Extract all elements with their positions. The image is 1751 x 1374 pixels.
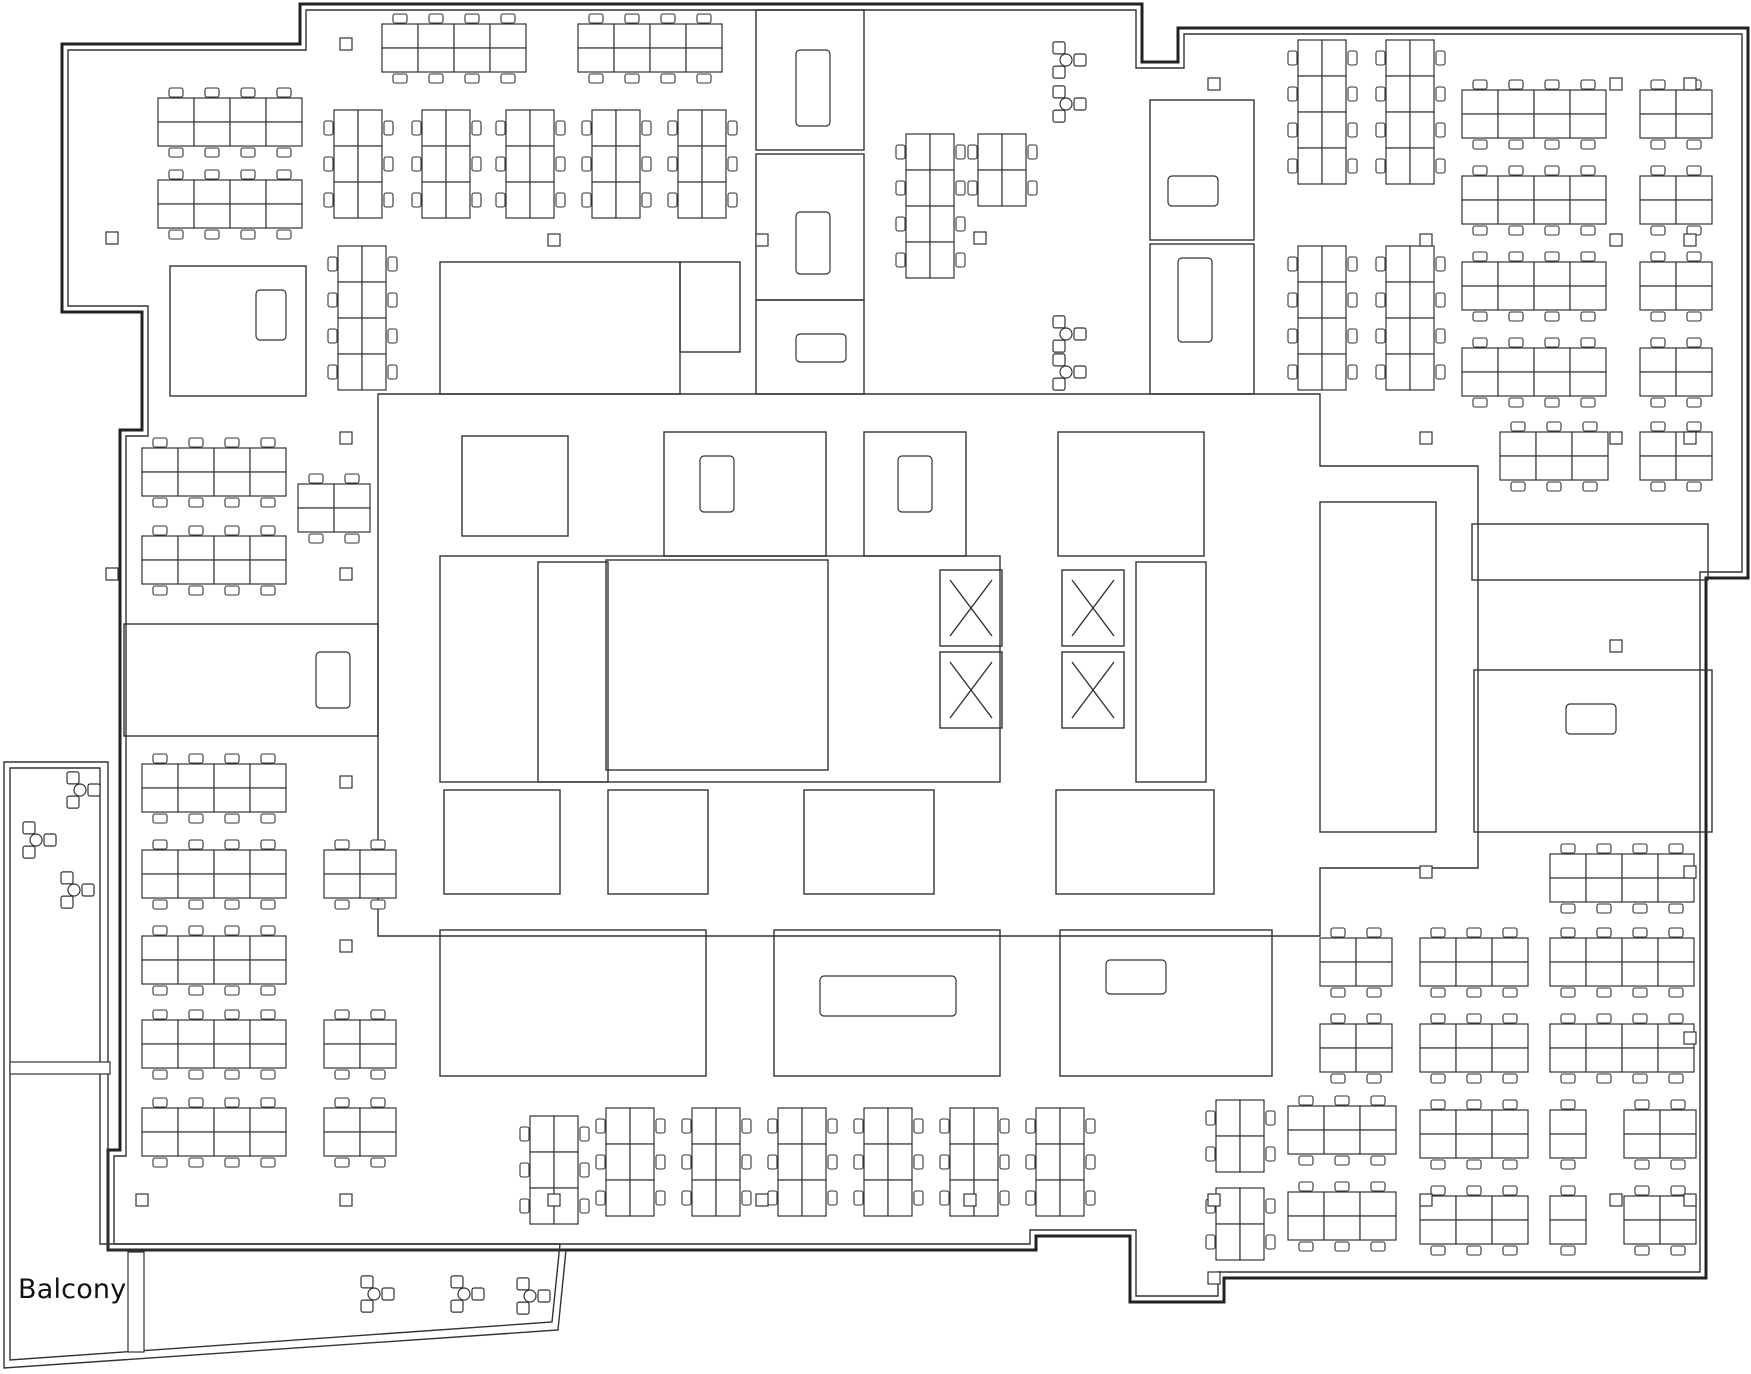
desk-cluster bbox=[1461, 337, 1607, 408]
desk-cluster bbox=[327, 245, 398, 391]
desk-cluster bbox=[495, 109, 566, 219]
desk-cluster bbox=[1461, 165, 1607, 236]
conference-table bbox=[1105, 959, 1167, 995]
desk-cluster bbox=[1549, 1099, 1587, 1170]
building-core bbox=[377, 393, 1479, 1077]
conference-table bbox=[819, 975, 957, 1017]
lounge-pod bbox=[1052, 353, 1087, 391]
desk-cluster bbox=[1319, 927, 1393, 998]
desk-cluster bbox=[381, 13, 527, 84]
lounge-pod bbox=[60, 871, 95, 909]
lounge-pod bbox=[1052, 41, 1087, 79]
desk-cluster bbox=[1287, 1181, 1397, 1252]
desk-cluster bbox=[1419, 1013, 1529, 1084]
conference-table bbox=[1177, 257, 1213, 343]
desk-cluster bbox=[323, 839, 397, 910]
desk-cluster bbox=[1499, 421, 1609, 492]
lounge-pod bbox=[450, 1275, 485, 1313]
desk-cluster bbox=[1375, 39, 1446, 185]
desk-cluster bbox=[141, 839, 287, 910]
desk-cluster bbox=[581, 109, 652, 219]
desk-cluster bbox=[1549, 1185, 1587, 1256]
desk-cluster bbox=[323, 1097, 397, 1168]
conference-table bbox=[699, 455, 735, 513]
desk-cluster bbox=[1623, 1099, 1697, 1170]
columns bbox=[105, 37, 1697, 1285]
desk-cluster bbox=[1025, 1107, 1096, 1217]
desk-cluster bbox=[1205, 1187, 1276, 1261]
desk-cluster bbox=[141, 925, 287, 996]
lounge-pod bbox=[360, 1275, 395, 1313]
desk-cluster bbox=[1419, 927, 1529, 998]
desk-cluster bbox=[1623, 1185, 1697, 1256]
desk-cluster bbox=[157, 169, 303, 240]
conference-table bbox=[897, 455, 933, 513]
desk-cluster bbox=[853, 1107, 924, 1217]
desk-cluster bbox=[1549, 1013, 1695, 1084]
conference-table bbox=[795, 49, 831, 127]
desk-cluster bbox=[681, 1107, 752, 1217]
balcony bbox=[3, 761, 567, 1369]
desk-cluster bbox=[297, 473, 371, 544]
desk-cluster bbox=[1287, 245, 1358, 391]
desk-cluster bbox=[1461, 251, 1607, 322]
desk-cluster bbox=[1419, 1185, 1529, 1256]
conference-table bbox=[795, 211, 831, 275]
desk-cluster bbox=[1639, 79, 1713, 150]
lounge-pod bbox=[22, 821, 57, 859]
conference-table bbox=[255, 289, 287, 341]
desk-cluster bbox=[1375, 245, 1446, 391]
desk-cluster bbox=[767, 1107, 838, 1217]
lounge-pod bbox=[1052, 315, 1087, 353]
desk-cluster bbox=[1549, 927, 1695, 998]
desk-cluster bbox=[141, 1009, 287, 1080]
desk-cluster bbox=[157, 87, 303, 158]
desk-cluster bbox=[323, 109, 394, 219]
interior-rooms bbox=[123, 9, 1713, 833]
exterior-walls bbox=[60, 2, 1750, 1304]
conference-table bbox=[315, 651, 351, 709]
desk-cluster bbox=[595, 1107, 666, 1217]
desk-cluster bbox=[1287, 1095, 1397, 1166]
lounge-seating bbox=[22, 41, 1087, 1315]
desk-cluster bbox=[1319, 1013, 1393, 1084]
desk-cluster bbox=[1639, 165, 1713, 236]
desk-cluster bbox=[939, 1107, 1010, 1217]
desk-cluster bbox=[667, 109, 738, 219]
desk-cluster bbox=[141, 753, 287, 824]
desk-cluster bbox=[1549, 843, 1695, 914]
balcony-label: Balcony bbox=[18, 1274, 127, 1305]
desk-cluster bbox=[967, 133, 1038, 207]
desk-cluster bbox=[519, 1115, 590, 1225]
desk-cluster bbox=[141, 1097, 287, 1168]
lounge-pod bbox=[66, 771, 101, 809]
desk-cluster bbox=[411, 109, 482, 219]
desk-cluster bbox=[1639, 251, 1713, 322]
desk-cluster bbox=[1287, 39, 1358, 185]
desk-cluster bbox=[323, 1009, 397, 1080]
desk-cluster bbox=[1639, 421, 1713, 492]
desk-cluster bbox=[1639, 337, 1713, 408]
conference-table bbox=[1167, 175, 1219, 207]
conference-table bbox=[795, 333, 847, 363]
desk-cluster bbox=[1205, 1099, 1276, 1173]
conference-table bbox=[1565, 703, 1617, 735]
workstations bbox=[141, 13, 1713, 1261]
desk-cluster bbox=[895, 133, 966, 279]
lounge-pod bbox=[516, 1277, 551, 1315]
desk-cluster bbox=[141, 437, 287, 508]
desk-cluster bbox=[1419, 1099, 1529, 1170]
desk-cluster bbox=[141, 525, 287, 596]
desk-cluster bbox=[1461, 79, 1607, 150]
lounge-pod bbox=[1052, 85, 1087, 123]
desk-cluster bbox=[577, 13, 723, 84]
